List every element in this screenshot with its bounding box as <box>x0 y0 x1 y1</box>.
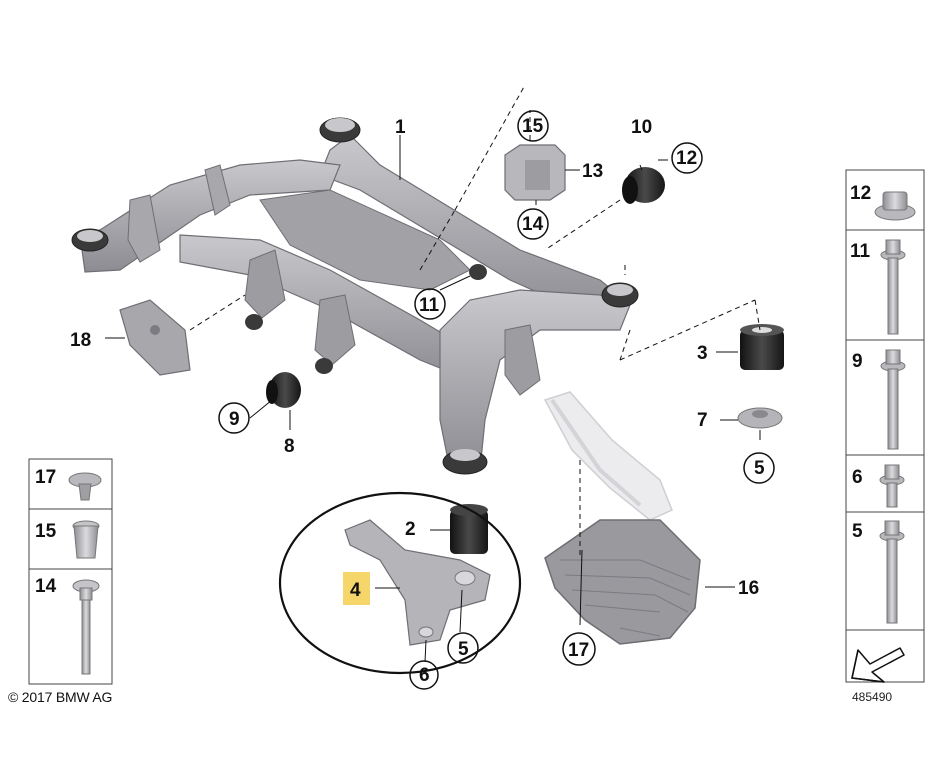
callout-14-circle <box>517 208 549 240</box>
callout-3: 3 <box>697 343 708 364</box>
callout-4: 4 <box>350 580 361 601</box>
copyright-notice: © 2017 BMW AG <box>8 689 113 705</box>
callout-1: 1 <box>395 117 406 138</box>
callout-17-lower-circle <box>562 632 596 666</box>
right-legend-label-9: 9 <box>852 351 863 372</box>
plastic-rivet-icon <box>68 472 102 501</box>
callout-11: 11 <box>419 295 440 316</box>
dashed-lines <box>189 84 761 555</box>
rear-axle-carrier-frame <box>71 117 639 475</box>
callout-14: 14 <box>522 214 544 235</box>
washer-part-7 <box>737 407 783 429</box>
bushing-part-3 <box>740 324 784 370</box>
callout-8: 8 <box>284 436 295 457</box>
callout-15-circle <box>517 110 549 142</box>
callout-10: 10 <box>631 117 652 138</box>
hex-bolt-short-icon <box>879 464 905 508</box>
bolt-icon <box>72 579 100 675</box>
callout-13: 13 <box>582 161 603 182</box>
hex-bolt-medium-icon <box>880 349 906 450</box>
collar-nut-icon <box>874 191 916 221</box>
direction-arrow-icon <box>851 647 905 683</box>
hex-bolt-flange-icon <box>879 520 905 624</box>
callout-12: 12 <box>676 148 697 169</box>
callout-5-right: 5 <box>754 458 765 479</box>
callout-5-right-circle <box>743 452 775 484</box>
bushing-part-2 <box>450 504 488 554</box>
callout-7: 7 <box>697 410 708 431</box>
callout-9: 9 <box>229 409 240 430</box>
left-legend-label-14: 14 <box>35 576 57 597</box>
bushing-part-8 <box>266 372 301 408</box>
left-legend-label-17: 17 <box>35 467 56 488</box>
callout-2: 2 <box>405 519 416 540</box>
underbody-panel-part-16 <box>544 519 701 645</box>
callout-5-lower-circle <box>447 632 479 664</box>
callout-6-circle <box>409 660 439 690</box>
left-fastener-legend: 17 15 14 <box>28 458 113 685</box>
focus-circle <box>278 491 522 675</box>
control-arm-ghost <box>543 391 673 521</box>
leader-lines <box>105 135 761 663</box>
callout-17-lower: 17 <box>568 640 589 661</box>
right-legend-label-5: 5 <box>852 521 863 542</box>
expanding-nut-icon <box>72 520 100 559</box>
callout-15: 15 <box>522 116 544 137</box>
brace-part-4 <box>344 519 491 646</box>
callout-18: 18 <box>70 330 91 351</box>
callout-6: 6 <box>419 665 430 686</box>
diagram-reference-id: 485490 <box>852 690 893 704</box>
right-fastener-legend: 12 11 9 6 5 <box>845 169 925 683</box>
left-legend-label-15: 15 <box>35 521 57 542</box>
callout-11-circle <box>414 288 446 320</box>
hex-bolt-long-icon <box>880 239 906 335</box>
rubber-mount-part-13 <box>504 144 566 201</box>
right-legend-label-6: 6 <box>852 467 863 488</box>
right-legend-label-12: 12 <box>850 183 871 204</box>
callout-12-circle <box>671 142 703 174</box>
callout-16: 16 <box>738 578 759 599</box>
callout-9-circle <box>218 402 250 434</box>
bushing-part-10 <box>622 167 665 204</box>
callout-5-lower: 5 <box>458 639 469 660</box>
right-legend-label-11: 11 <box>850 241 871 262</box>
bracket-part-18 <box>119 299 191 376</box>
callout-4-highlight <box>343 572 370 605</box>
